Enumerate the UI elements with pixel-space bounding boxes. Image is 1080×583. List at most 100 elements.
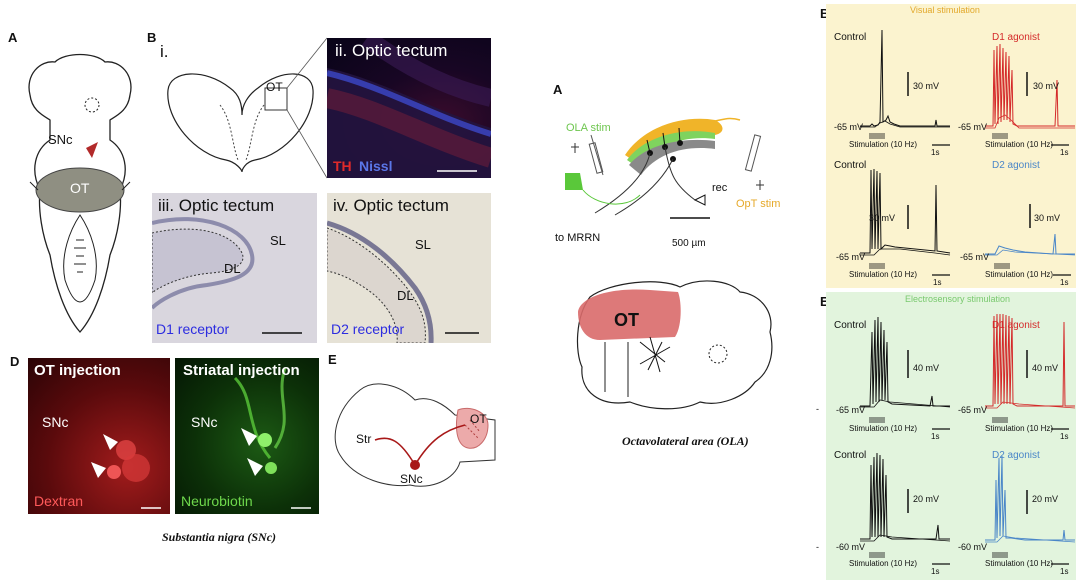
mv30-visual-d2: 30 mV (1034, 213, 1061, 223)
stim-label-ec: Stimulation (10 Hz) (849, 424, 918, 433)
opt-stim-label: OpT stim (736, 198, 781, 210)
sl-label-iv: SL (415, 237, 431, 252)
stim-label-vc2: Stimulation (10 Hz) (849, 270, 918, 279)
brain-schematic-a (28, 53, 132, 333)
electro-stimulation-panel (826, 292, 1076, 580)
tectum-d1-section (152, 217, 302, 334)
rest-electro-control: -65 mV (836, 405, 866, 415)
rest-visual-control: -65 mV (834, 122, 864, 132)
trace-visual-d1 (985, 43, 1075, 129)
mv30-visual-d1: 30 mV (1033, 81, 1060, 91)
right-panel-b-label: B (820, 6, 830, 21)
middle-panel-a-label: A (553, 82, 563, 97)
mv40-electro-d1: 40 mV (1032, 363, 1059, 373)
stim-label-vd2: Stimulation (10 Hz) (985, 270, 1054, 279)
dash-mark-1: - (816, 404, 819, 414)
one-s-ed1: 1s (1060, 432, 1069, 441)
one-s-ec: 1s (931, 432, 940, 441)
rest-visual-d2: -65 mV (960, 252, 990, 262)
panel-d-label: D (10, 354, 20, 369)
ot-label-e: OT (470, 412, 487, 426)
mv20-electro-control: 20 mV (913, 494, 940, 504)
stim-ticks-vc2 (869, 263, 950, 276)
dl-label-iii: DL (224, 261, 241, 276)
visual-d1-label: D1 agonist (992, 32, 1040, 43)
tectum-d2-section (327, 220, 479, 343)
trace-electro-d2 (985, 455, 1076, 543)
th-label: TH (333, 158, 352, 174)
ii-title: ii. Optic tectum (335, 41, 448, 60)
scale-label: 500 µm (672, 238, 706, 249)
rest-visual-control-2: -65 mV (836, 252, 866, 262)
fish-brain-outline (576, 280, 773, 410)
brain-section-i (167, 73, 314, 173)
mv30-visual-control: 30 mV (913, 81, 940, 91)
electro-d1-label: D1 agonist (992, 320, 1040, 331)
visual-control-2-label: Control (834, 160, 867, 171)
dash-mark-2: - (816, 542, 819, 552)
d1-receptor-label: D1 receptor (156, 321, 230, 337)
to-mrrn-label: to MRRN (555, 232, 601, 244)
rest-electro-control-2: -60 mV (836, 542, 866, 552)
visual-control-label: Control (834, 32, 867, 43)
sub-i-label: i. (160, 42, 169, 61)
left-caption: Substantia nigra (SNc) (162, 530, 277, 544)
ot-small-label: OT (266, 80, 283, 94)
striatal-injection-title: Striatal injection (183, 362, 300, 379)
ot-label-a: OT (70, 180, 90, 196)
snc-label-a: SNc (48, 132, 73, 147)
middle-caption: Octavolateral area (OLA) (622, 434, 749, 448)
micrograph-iii: iii. Optic tectum SL DL D1 receptor (152, 193, 317, 343)
stim-label-vd1: Stimulation (10 Hz) (985, 140, 1054, 149)
stim-label-ed1: Stimulation (10 Hz) (985, 424, 1054, 433)
snc-label-d1: SNc (42, 414, 69, 430)
stim-ticks-ed1 (992, 417, 1069, 430)
neurobiotin-label: Neurobiotin (181, 493, 253, 509)
one-s-vd1: 1s (1060, 148, 1069, 157)
micrograph-striatal-injection: Striatal injection SNc Neurobiotin (175, 358, 319, 514)
stim-ticks-ec2 (869, 552, 950, 565)
one-s-vd2: 1s (1060, 278, 1069, 287)
mv40-electro-control: 40 mV (913, 363, 940, 373)
ot-label-ola: OT (614, 310, 639, 330)
rest-visual-d1: -65 mV (958, 122, 988, 132)
rec-label: rec (712, 182, 728, 194)
trace-visual-d2 (985, 204, 1076, 256)
iv-title: iv. Optic tectum (333, 196, 449, 215)
right-panel-e-label: E (820, 294, 829, 309)
stim-ticks-vc (869, 133, 950, 146)
stim-label-ec2: Stimulation (10 Hz) (849, 559, 918, 568)
nissl-label: Nissl (359, 158, 393, 174)
stim-label-ed2: Stimulation (10 Hz) (985, 559, 1054, 568)
panel-e-label: E (328, 352, 337, 367)
trace-electro-control (860, 316, 951, 408)
one-s-ed2: 1s (1060, 567, 1069, 576)
sl-label-iii: SL (270, 233, 286, 248)
micrograph-ii: ii. Optic tectum TH Nissl (327, 38, 491, 178)
trace-electro-d1 (985, 313, 1076, 409)
mv30-visual-control-2: 30 mV (869, 213, 896, 223)
snc-label-e: SNc (400, 472, 423, 486)
d2-receptor-label: D2 receptor (331, 321, 405, 337)
visual-title: Visual stimulation (910, 5, 980, 15)
ot-injection-title: OT injection (34, 362, 121, 379)
stim-ticks-vd2 (994, 263, 1071, 276)
trace-electro-control-2 (860, 452, 951, 542)
electro-title: Electrosensory stimulation (905, 294, 1011, 304)
stim-ticks-ed2 (992, 552, 1069, 565)
visual-d2-label: D2 agonist (992, 160, 1040, 171)
one-s-vc: 1s (931, 148, 940, 157)
dextran-cells (91, 434, 161, 509)
stim-ticks-vd1 (992, 133, 1069, 146)
trace-visual-control-2 (860, 168, 951, 256)
panel-b-label: B (147, 30, 157, 45)
panel-a-label: A (8, 30, 18, 45)
tectum-fluorescence (327, 38, 491, 178)
circuit-schematic-e (334, 383, 496, 487)
trace-visual-control (860, 29, 950, 128)
one-s-vc2: 1s (933, 278, 942, 287)
dextran-label: Dextran (34, 493, 84, 509)
rest-electro-d1: -65 mV (958, 405, 988, 415)
dl-label-iv: DL (397, 288, 414, 303)
